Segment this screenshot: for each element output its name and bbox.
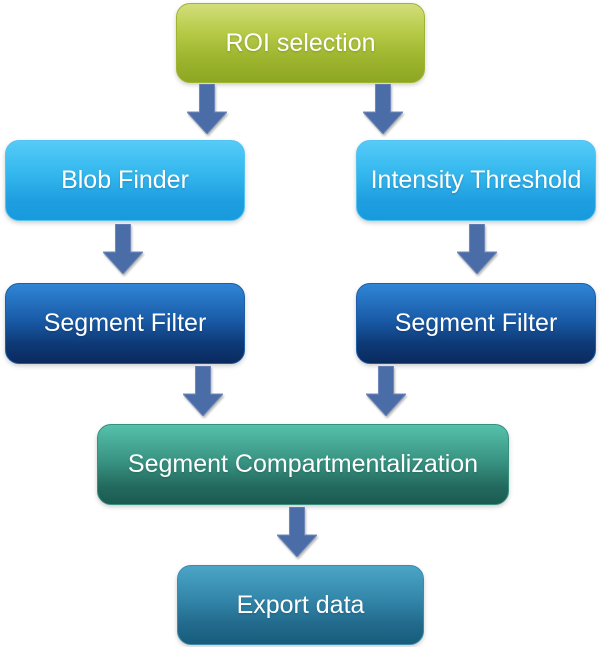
node-label: ROI selection: [225, 28, 376, 57]
flow-arrow-down-icon: [277, 507, 317, 557]
arrow-shape: [363, 84, 403, 134]
arrow-shape: [277, 507, 317, 557]
arrow-shape: [366, 366, 406, 416]
node-segment-filter-left: Segment Filter: [5, 283, 245, 364]
node-intensity-threshold: Intensity Threshold: [356, 140, 596, 221]
arrow-shape: [183, 366, 223, 416]
flow-arrow-down-icon: [183, 366, 223, 416]
flow-arrow-down-icon: [103, 224, 143, 274]
arrow-shape: [103, 224, 143, 274]
node-segment-compartmentalization: Segment Compartmentalization: [97, 424, 509, 505]
flow-arrow-down-icon: [457, 224, 497, 274]
flow-arrow-down-icon: [187, 84, 227, 134]
node-label: Export data: [236, 590, 365, 619]
flow-arrow-down-icon: [366, 366, 406, 416]
node-blob-finder: Blob Finder: [5, 140, 245, 221]
node-label: Segment Filter: [43, 309, 207, 337]
node-label: Blob Finder: [61, 166, 189, 194]
arrow-shape: [457, 224, 497, 274]
node-label: Intensity Threshold: [370, 166, 582, 194]
flow-arrow-down-icon: [363, 84, 403, 134]
node-label: Segment Filter: [394, 309, 558, 337]
arrow-shape: [187, 84, 227, 134]
node-label: Segment Compartmentalization: [127, 450, 479, 478]
node-roi-selection: ROI selection: [176, 3, 425, 83]
node-export-data: Export data: [177, 565, 424, 645]
node-segment-filter-right: Segment Filter: [356, 283, 596, 364]
